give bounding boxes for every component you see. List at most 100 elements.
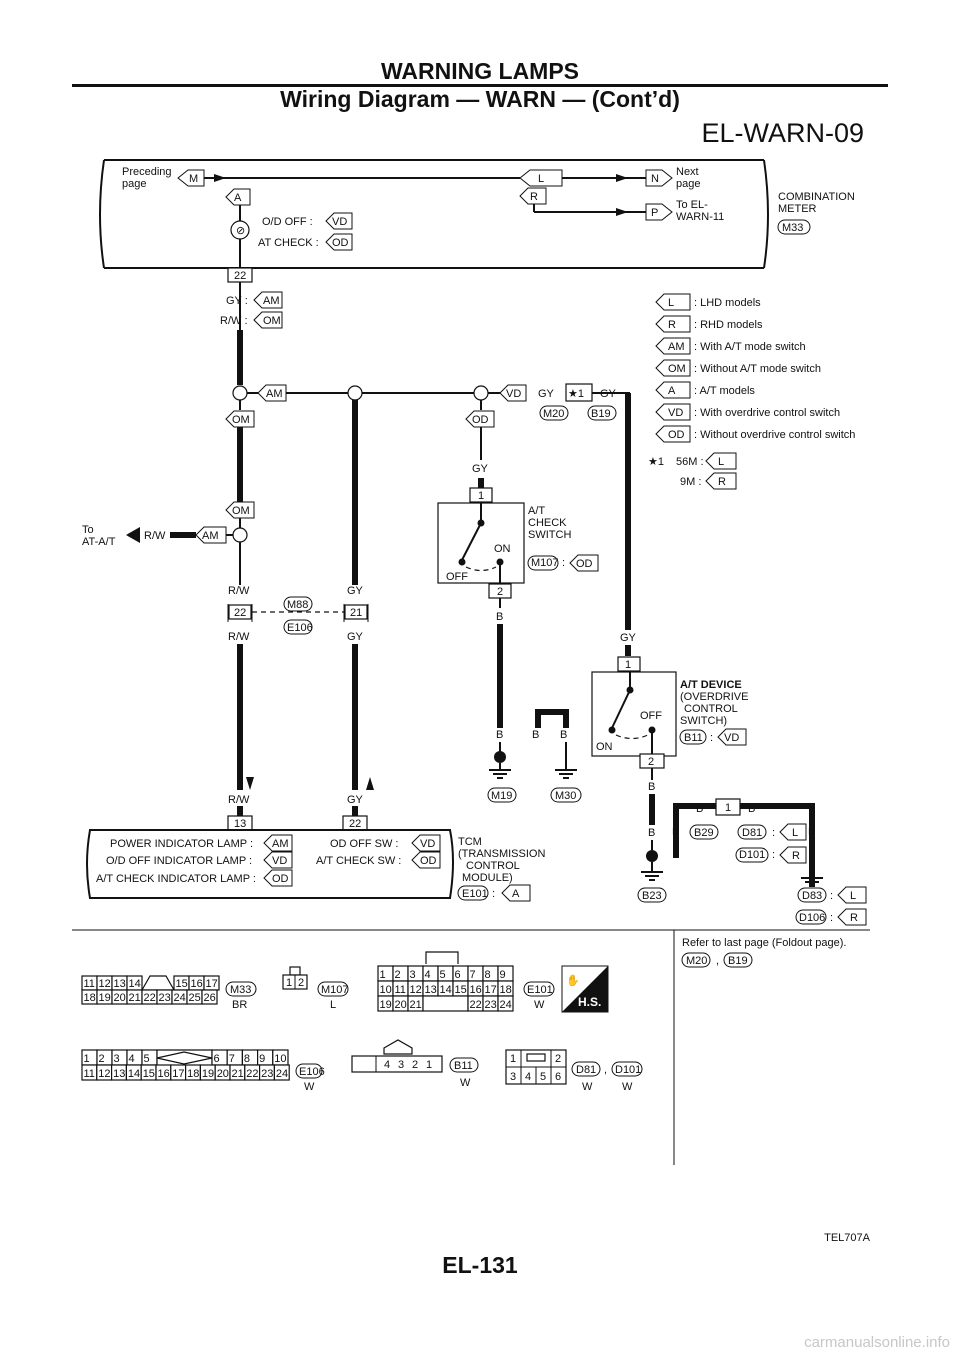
connector-key [156,1049,213,1065]
connector-pin-label: 20 [395,999,407,1011]
svg-text:OD OFF SW :: OD OFF SW : [330,838,398,850]
svg-text:M107: M107 [321,984,349,996]
connector-pin-label: 16 [470,984,482,996]
tag-l: L [538,173,544,185]
connector-pin-label: 24 [276,1068,288,1080]
connector-pin-label: 4 [384,1059,390,1071]
connector-pin [273,1064,290,1081]
connector-pin-label: 3 [398,1059,404,1071]
svg-text:CHECK: CHECK [528,517,567,529]
tcm-module: 13 22 POWER INDICATOR LAMP : AM O/D OFF … [86,815,545,902]
svg-text:6: 6 [555,1071,561,1083]
legend-text: : A/T models [694,385,755,397]
svg-text:B: B [560,729,567,741]
svg-text:D101: D101 [615,1064,641,1076]
svg-text:⊘: ⊘ [236,225,245,237]
svg-text:ON: ON [596,741,613,753]
legend-text: : Without overdrive control switch [694,429,855,441]
connector-pin-label: 12 [98,1068,110,1080]
svg-text:E106: E106 [299,1066,325,1078]
svg-text:R: R [850,912,858,924]
meter-name-2: METER [778,203,817,215]
svg-text:OD: OD [420,855,437,867]
legend-tag [655,425,691,443]
tag-r: R [530,191,538,203]
svg-text:R: R [792,850,800,862]
svg-text:A/T: A/T [528,505,545,517]
legend-tag-label: OM [668,363,686,375]
svg-text:AM: AM [263,295,280,307]
legend-text: : RHD models [694,319,763,331]
connector-pin-label: 13 [425,984,437,996]
tag-p: P [651,207,658,219]
legend-tag-label: VD [668,407,683,419]
odoff-label: O/D OFF : [262,216,313,228]
star-note: ★1 56M : L 9M : R [648,452,737,490]
svg-text:R/W: R/W [144,530,166,542]
legend-tag-label: AM [668,341,685,353]
connector-pin-label: 14 [129,978,141,990]
connector-pin-label: 6 [455,969,461,981]
svg-text:O/D OFF INDICATOR LAMP :: O/D OFF INDICATOR LAMP : [106,855,252,867]
legend-tag-label: A [668,385,676,397]
connector-pin-label: 15 [143,1068,155,1080]
connector-pin-label: 21 [129,992,141,1004]
svg-text:,: , [716,955,719,967]
svg-text:A/T DEVICE: A/T DEVICE [680,679,742,691]
connector-pin-label: 15 [455,984,467,996]
atdevice-switch: 1 OFF ON 2 A/T DEVICE (OVERDRIVE CONTROL… [591,656,748,903]
svg-text:1: 1 [510,1053,516,1065]
svg-text::: : [492,888,495,900]
svg-text:GY: GY [347,585,364,597]
svg-text:GY: GY [347,631,364,643]
svg-text:R/W: R/W [228,794,250,806]
svg-text:AM: AM [202,530,219,542]
connector-pin-label: 17 [172,1068,184,1080]
connector-pin-label: 16 [158,1068,170,1080]
connector-pin-label: 18 [84,992,96,1004]
legend-tag-label: OD [668,429,685,441]
connector-pin-label: 19 [99,992,111,1004]
section-title: WARNING LAMPS [380,58,580,84]
svg-text:L: L [718,456,724,468]
svg-text:VD: VD [724,732,739,744]
connector-pin-label: 19 [202,1068,214,1080]
svg-text:D83: D83 [802,890,822,902]
svg-text:M20: M20 [543,408,564,420]
connector-pin-label: 12 [410,984,422,996]
svg-text::: : [772,827,775,839]
svg-text::: : [772,849,775,861]
connector-pin-label: 18 [187,1068,199,1080]
atcheck-label: AT CHECK : [258,237,319,249]
preceding-label: Preceding [122,166,172,178]
svg-text:B19: B19 [728,955,748,967]
connector-pin-label: 8 [244,1053,250,1065]
svg-text:56M :: 56M : [676,456,704,468]
connector-pin-label: 11 [84,978,95,990]
connector-pin-label: 9 [500,969,506,981]
meter-conn: M33 [782,222,803,234]
svg-text:★1: ★1 [568,388,584,400]
svg-text::: : [830,890,833,902]
connector-pin-label: 2 [412,1059,418,1071]
connector-pin-label: 20 [217,1068,229,1080]
connector-pin-label: 11 [84,1068,95,1080]
svg-text:W: W [622,1081,633,1093]
connector-pin-label: 5 [440,969,446,981]
legend-tag-label: L [668,297,674,309]
legend-text: : LHD models [694,297,761,309]
connector-pin-label: 2 [395,969,401,981]
connector-pin-label: 9 [259,1053,265,1065]
meter-name: COMBINATION [778,191,855,203]
svg-text:B: B [672,826,679,838]
connector-pin-label: 10 [380,984,392,996]
tag-od: OD [332,237,349,249]
tag-n: N [651,173,659,185]
svg-text:E101: E101 [527,984,553,996]
connector-pin [497,995,514,1012]
svg-text::: : [562,557,565,569]
svg-text:AT-A/T: AT-A/T [82,536,116,548]
connector-pin-label: 24 [174,992,186,1004]
svg-text:22: 22 [349,818,361,830]
